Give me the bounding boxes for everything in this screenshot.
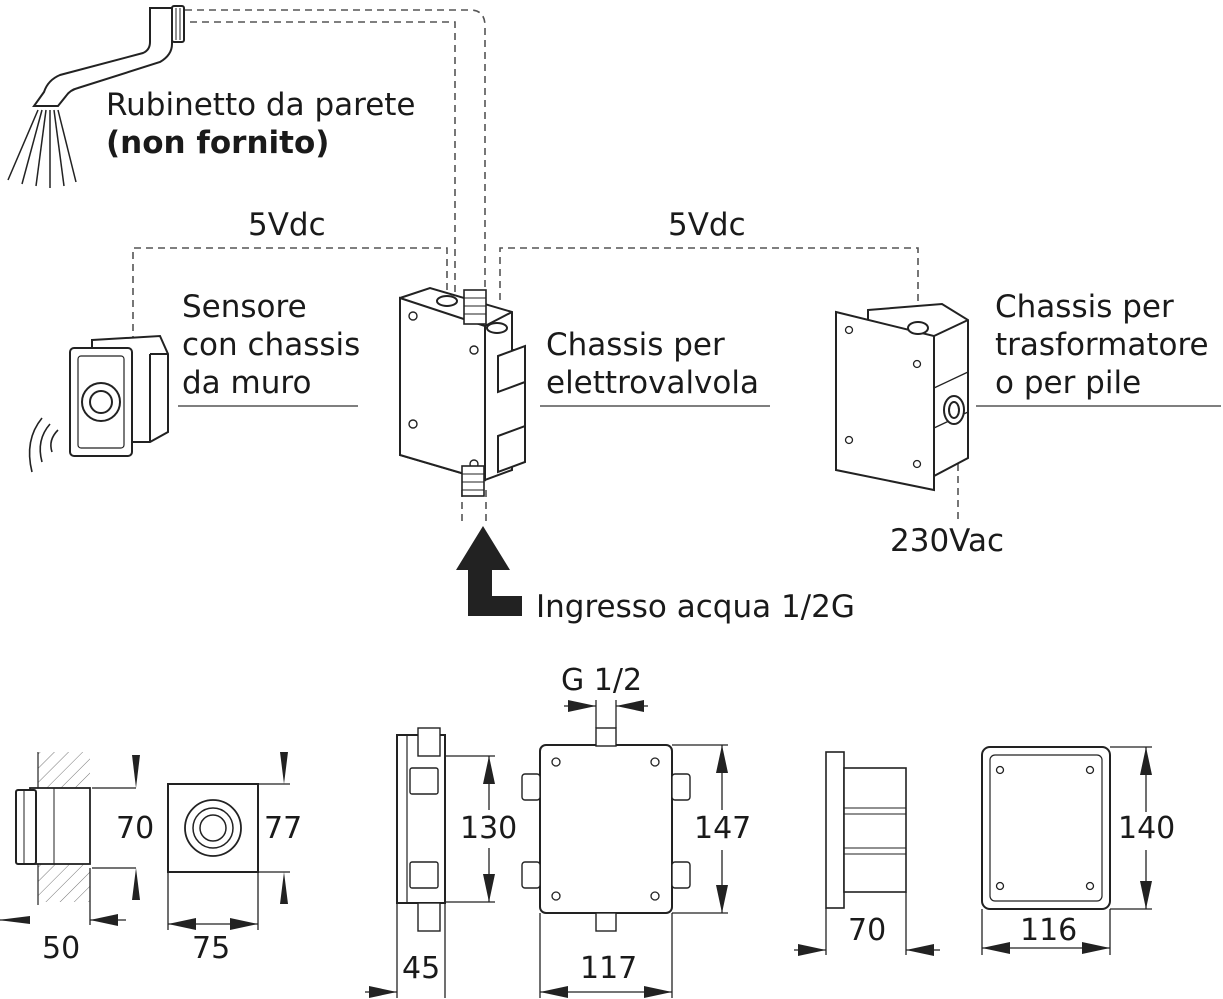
water-spray-icon [7,109,77,188]
transformer-label-line1: Chassis per [995,289,1174,325]
dim-sensor-height-front: 77 [264,811,303,846]
dim-sensor-height-wall: 70 [116,811,155,846]
faucet-label-line1: Rubinetto da parete [106,87,416,123]
water-inlet-label: Ingresso acqua 1/2G [536,589,855,625]
connection-lines [132,9,959,525]
dim-transformer-height: 140 [1118,811,1176,846]
dim-valve-height-side: 130 [460,811,518,846]
dim-valve-height-front: 147 [694,811,752,846]
dim-sensor-width: 75 [192,931,231,966]
transformer-label-line2: trasformatore [995,327,1209,363]
wall-faucet [7,5,185,188]
sensor-signal-icon [28,417,59,473]
dim-valve-thread: G 1/2 [561,663,643,698]
valve-chassis-drawing [399,286,526,497]
transformer-chassis-drawing [835,302,969,492]
faucet-label: Rubinetto da parete (non fornito) [106,86,416,162]
sensor-drawing [28,334,169,473]
valve-label-line2: elettrovalvola [546,365,759,401]
voltage-left-label: 5Vdc [248,207,326,243]
valve-label: Chassis per elettrovalvola [546,326,759,402]
dim-transformer-depth: 70 [848,913,887,948]
transformer-label-line3: o per pile [995,365,1142,401]
water-inlet-arrow [456,526,522,616]
mains-label: 230Vac [890,523,1005,559]
faucet-label-line2: (non fornito) [106,125,330,161]
dimension-drawings [15,727,1111,932]
dim-valve-depth: 45 [402,951,441,986]
valve-label-line1: Chassis per [546,327,725,363]
sensor-label-line2: con chassis [182,327,361,363]
dim-valve-width: 117 [580,951,638,986]
transformer-label: Chassis per trasformatore o per pile [995,288,1209,402]
voltage-right-label: 5Vdc [668,207,746,243]
dim-transformer-width: 116 [1020,913,1078,948]
sensor-label-line3: da muro [182,365,312,401]
sensor-label: Sensore con chassis da muro [182,288,360,402]
dim-sensor-depth: 50 [42,931,81,966]
sensor-label-line1: Sensore [182,289,307,325]
dimension-lines [0,700,1152,998]
